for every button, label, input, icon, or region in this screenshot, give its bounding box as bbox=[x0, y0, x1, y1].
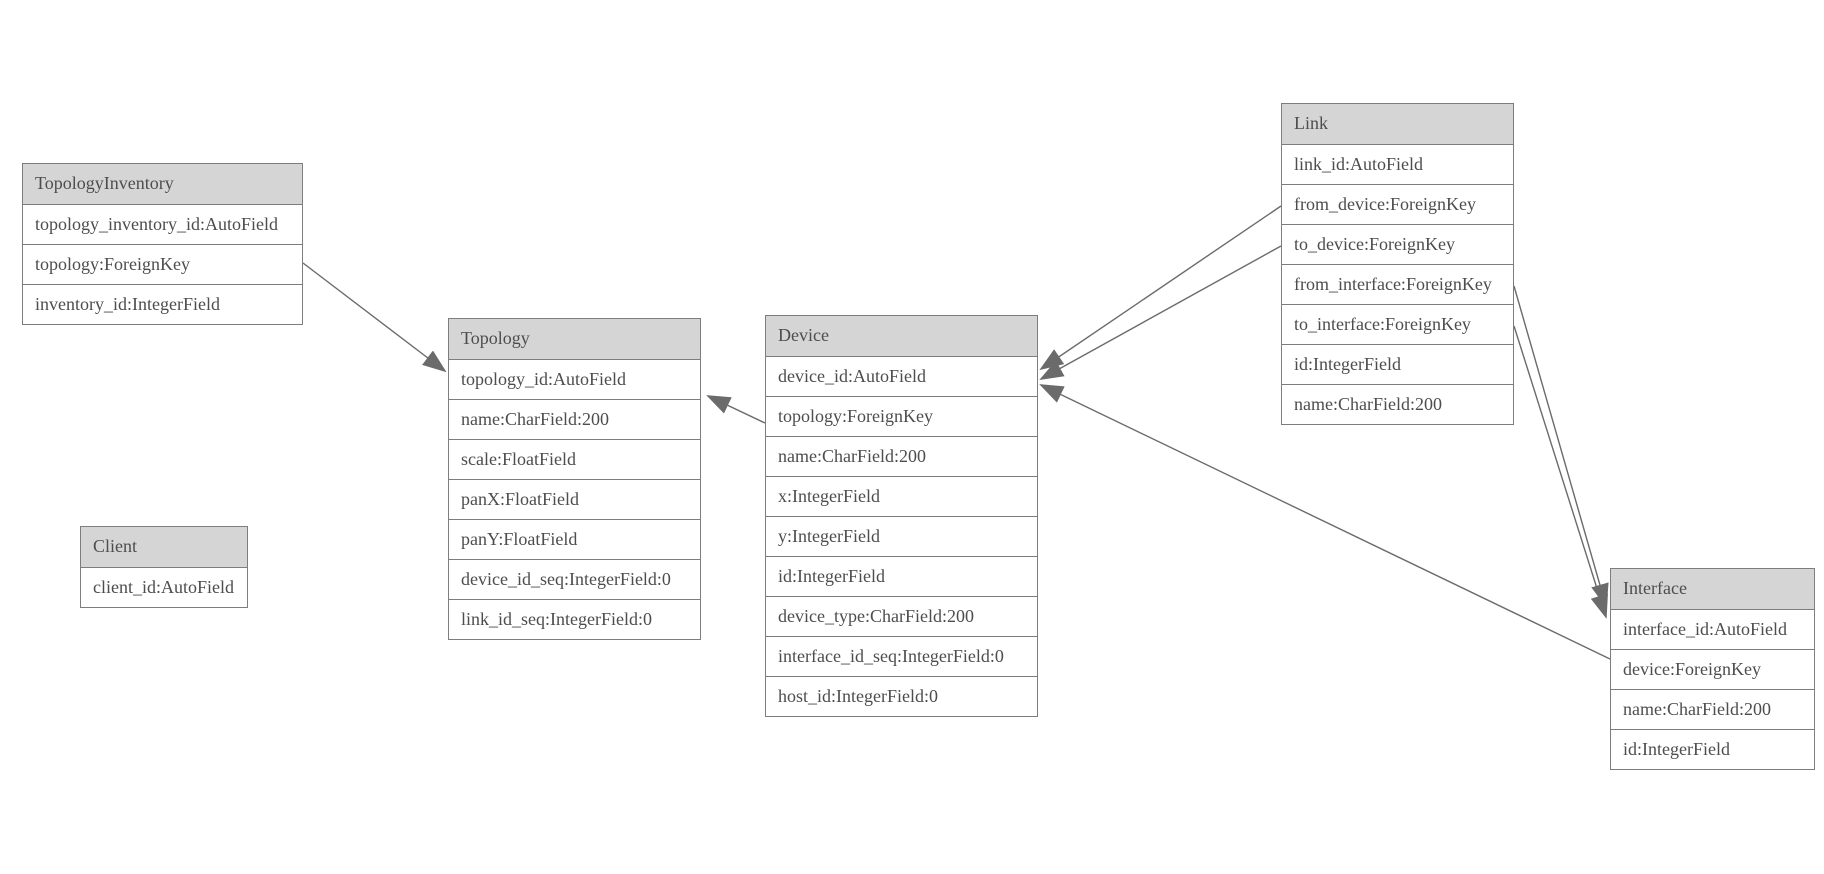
field-row: from_device:ForeignKey bbox=[1282, 184, 1513, 224]
entity-topologyinventory: TopologyInventory topology_inventory_id:… bbox=[22, 163, 303, 325]
field-row: host_id:IntegerField:0 bbox=[766, 676, 1037, 716]
field-row: device:ForeignKey bbox=[1611, 649, 1814, 689]
entity-header: TopologyInventory bbox=[23, 164, 302, 204]
field-row: name:CharField:200 bbox=[449, 399, 700, 439]
arrow-topologyinventory-topology bbox=[302, 262, 447, 373]
arrow-device-topology bbox=[706, 395, 766, 424]
field-row: panX:FloatField bbox=[449, 479, 700, 519]
entity-interface: Interface interface_id:AutoField device:… bbox=[1610, 568, 1815, 770]
field-row: device_id_seq:IntegerField:0 bbox=[449, 559, 700, 599]
field-row: to_interface:ForeignKey bbox=[1282, 304, 1513, 344]
entity-header: Topology bbox=[449, 319, 700, 359]
field-row: topology_id:AutoField bbox=[449, 359, 700, 399]
field-row: name:CharField:200 bbox=[766, 436, 1037, 476]
field-row: interface_id:AutoField bbox=[1611, 609, 1814, 649]
field-row: link_id:AutoField bbox=[1282, 144, 1513, 184]
entity-link: Link link_id:AutoField from_device:Forei… bbox=[1281, 103, 1514, 425]
field-row: id:IntegerField bbox=[1282, 344, 1513, 384]
field-row: id:IntegerField bbox=[766, 556, 1037, 596]
entity-header: Interface bbox=[1611, 569, 1814, 609]
entity-header: Client bbox=[81, 527, 247, 567]
field-row: device_type:CharField:200 bbox=[766, 596, 1037, 636]
field-row: name:CharField:200 bbox=[1282, 384, 1513, 424]
field-row: client_id:AutoField bbox=[81, 567, 247, 607]
field-row: y:IntegerField bbox=[766, 516, 1037, 556]
entity-header: Device bbox=[766, 316, 1037, 356]
field-row: topology:ForeignKey bbox=[766, 396, 1037, 436]
field-row: topology_inventory_id:AutoField bbox=[23, 204, 302, 244]
field-row: id:IntegerField bbox=[1611, 729, 1814, 769]
field-row: interface_id_seq:IntegerField:0 bbox=[766, 636, 1037, 676]
field-row: device_id:AutoField bbox=[766, 356, 1037, 396]
field-row: topology:ForeignKey bbox=[23, 244, 302, 284]
arrow-link-todevice-device bbox=[1039, 245, 1282, 380]
entity-header: Link bbox=[1282, 104, 1513, 144]
arrow-link-fromdevice-device bbox=[1039, 205, 1282, 371]
entity-device: Device device_id:AutoField topology:Fore… bbox=[765, 315, 1038, 717]
entity-client: Client client_id:AutoField bbox=[80, 526, 248, 608]
arrow-link-frominterface-interface bbox=[1513, 285, 1609, 608]
field-row: from_interface:ForeignKey bbox=[1282, 264, 1513, 304]
field-row: name:CharField:200 bbox=[1611, 689, 1814, 729]
arrow-link-tointerface-interface bbox=[1513, 325, 1608, 619]
field-row: link_id_seq:IntegerField:0 bbox=[449, 599, 700, 639]
field-row: x:IntegerField bbox=[766, 476, 1037, 516]
field-row: inventory_id:IntegerField bbox=[23, 284, 302, 324]
arrow-interface-device bbox=[1039, 384, 1611, 660]
entity-topology: Topology topology_id:AutoField name:Char… bbox=[448, 318, 701, 640]
field-row: to_device:ForeignKey bbox=[1282, 224, 1513, 264]
field-row: scale:FloatField bbox=[449, 439, 700, 479]
field-row: panY:FloatField bbox=[449, 519, 700, 559]
